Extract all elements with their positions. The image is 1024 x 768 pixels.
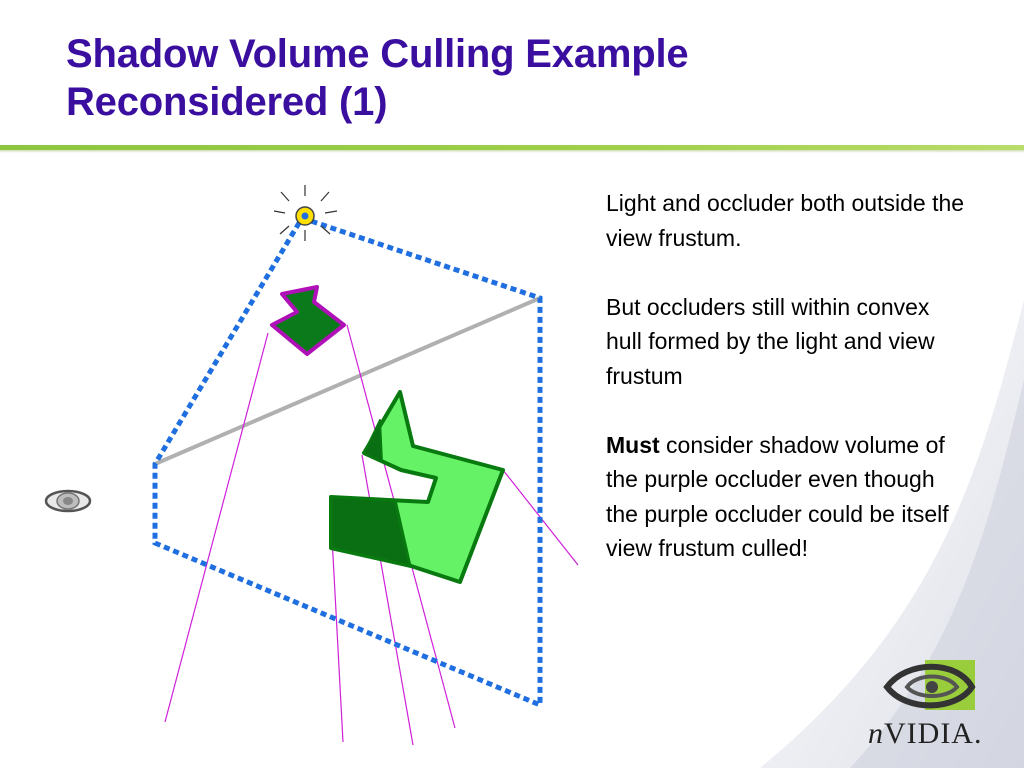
wordmark-rest: VIDIA. xyxy=(884,717,983,750)
wordmark-n: n xyxy=(868,717,884,750)
nvidia-logo-icon xyxy=(883,660,976,710)
title-divider xyxy=(0,145,1024,150)
green-occluder-shadowed-left xyxy=(329,495,412,568)
convex-hull-dashed xyxy=(152,214,543,709)
title-divider-shadow xyxy=(0,150,1024,153)
slide-title: Shadow Volume Culling Example Reconsider… xyxy=(66,30,886,126)
shadow-ray-1 xyxy=(164,332,269,723)
green-occluder-shadowed-top xyxy=(363,419,383,463)
title-line-1: Shadow Volume Culling Example xyxy=(66,32,689,76)
eye-icon xyxy=(44,489,92,513)
paragraph-2: But occluders still within convex hull f… xyxy=(606,293,935,389)
paragraph-3-emphasis: Must xyxy=(606,431,660,458)
nvidia-wordmark: nVIDIA. xyxy=(868,716,1018,752)
light-source-icon xyxy=(273,185,338,241)
purple-occluder xyxy=(270,285,346,356)
paragraph-1: Light and occluder both outside the view… xyxy=(606,190,965,251)
explanation-text: Light and occluder both outside the view… xyxy=(606,186,966,600)
paragraph-3-rest: consider shadow volume of the purple occ… xyxy=(606,431,949,562)
far-plane-line xyxy=(154,296,541,466)
paragraph-3: Must consider shadow volume of the purpl… xyxy=(606,428,966,566)
title-line-2: Reconsidered (1) xyxy=(66,80,388,124)
